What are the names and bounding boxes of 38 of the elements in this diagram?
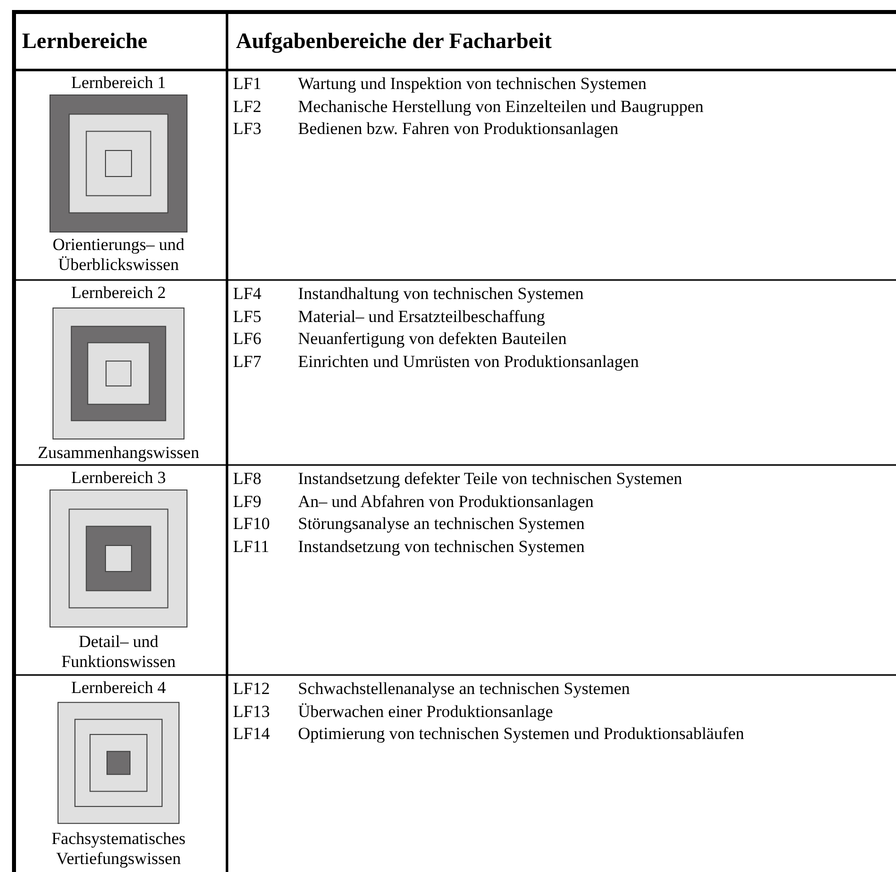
task-code: LF1 (233, 74, 262, 94)
task-code: LF5 (233, 306, 262, 326)
task-description: Instandhaltung von technischen Systemen (298, 284, 584, 304)
section-title: Lernbereich 1 (70, 73, 167, 93)
section-caption: Orientierungs– und Überblickswissen (52, 235, 186, 275)
task-code: LF9 (233, 492, 262, 512)
task-description: Material– und Ersatzteilbeschaffung (298, 306, 546, 326)
section-caption: Detail– und Funktionswissen (60, 632, 177, 672)
task-description: An– und Abfahren von Produktionsanlagen (298, 492, 594, 512)
task-description: Optimierung von technischen Systemen und Produktionsabläufen (298, 724, 744, 744)
task-description: Mechanische Herstellung von Einzelteilen und Baugruppen (298, 96, 704, 116)
task-code: LF6 (233, 329, 262, 349)
section-title: Lernbereich 4 (70, 678, 167, 698)
task-description: Wartung und Inspektion von technischen Systemen (298, 74, 646, 94)
task-code: LF14 (233, 724, 270, 744)
task-code: LF8 (233, 469, 262, 489)
task-code: LF4 (233, 284, 262, 304)
column-header: Aufgabenbereiche der Facharbeit (236, 28, 552, 54)
section-title: Lernbereich 2 (70, 283, 167, 303)
section-caption: Zusammenhangswissen (36, 443, 200, 463)
task-description: Einrichten und Umrüsten von Produktionsanlagen (298, 352, 639, 372)
task-description: Überwachen einer Produktionsanlage (298, 702, 553, 722)
section-caption: Fachsystematisches Vertiefungswissen (50, 829, 187, 869)
task-description: Störungsanalyse an technischen Systemen (298, 514, 585, 534)
task-code: LF3 (233, 119, 262, 139)
task-code: LF10 (233, 514, 270, 534)
column-header: Lernbereiche (22, 28, 148, 54)
task-code: LF12 (233, 679, 270, 699)
task-code: LF13 (233, 702, 270, 722)
section-title: Lernbereich 3 (70, 468, 167, 488)
task-description: Bedienen bzw. Fahren von Produktionsanlagen (298, 119, 618, 139)
task-description: Schwachstellenanalyse an technischen Systemen (298, 679, 630, 699)
task-description: Neuanfertigung von defekten Bauteilen (298, 329, 567, 349)
task-description: Instandsetzung defekter Teile von technischen Systemen (298, 469, 682, 489)
task-description: Instandsetzung von technischen Systemen (298, 536, 585, 556)
task-code: LF11 (233, 536, 270, 556)
task-code: LF2 (233, 96, 262, 116)
task-code: LF7 (233, 352, 262, 372)
